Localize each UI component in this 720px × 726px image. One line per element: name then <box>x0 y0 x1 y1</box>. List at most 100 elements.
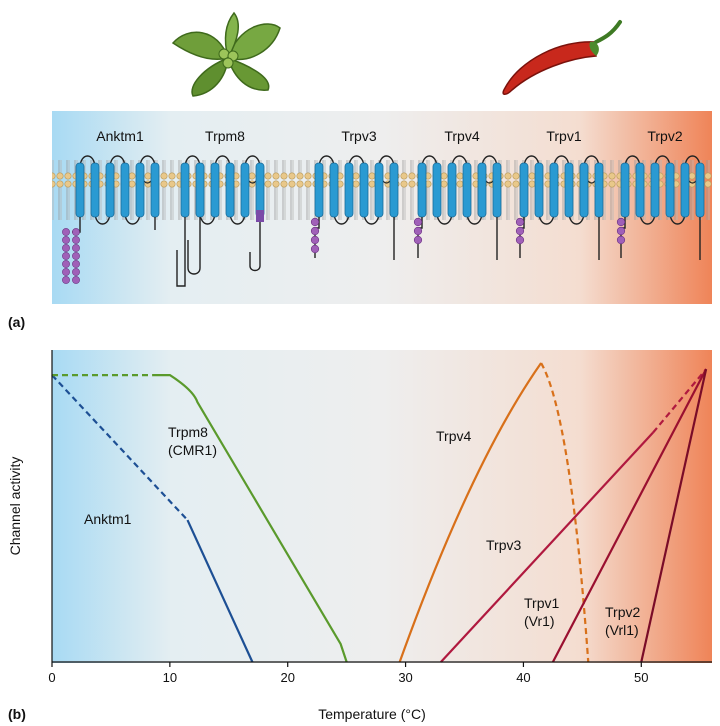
ankyrin-repeat <box>515 226 525 236</box>
series-label: Trpv2(Vrl1) <box>605 604 640 638</box>
series-label: Trpv4 <box>436 428 471 444</box>
c-terminus <box>249 222 261 272</box>
transmembrane-helix <box>389 162 399 218</box>
ankyrin-repeat <box>413 217 423 227</box>
channel-trpv2: Trpv2 <box>616 128 705 260</box>
ankyrin-repeat <box>413 235 423 245</box>
series-line <box>440 431 654 663</box>
transmembrane-helix <box>695 162 705 218</box>
ankyrin-repeat <box>62 260 70 268</box>
series-4: Trpv3 <box>440 368 707 663</box>
x-tick-label: 50 <box>634 670 648 685</box>
transmembrane-helix <box>314 162 324 218</box>
series-label: Trpv1(Vr1) <box>524 595 559 629</box>
series-line <box>398 362 543 663</box>
ankyrin-repeat <box>616 217 626 227</box>
x-tick-label: 20 <box>280 670 294 685</box>
ankyrin-repeat <box>515 217 525 227</box>
channel-loops <box>318 155 395 225</box>
x-tick-label: 0 <box>48 670 55 685</box>
channel-label: Trpv3 <box>341 128 376 144</box>
transmembrane-helix <box>594 162 604 218</box>
series-label: Trpm8(CMR1) <box>168 424 217 458</box>
chili-pepper-icon <box>502 20 622 95</box>
transmembrane-helix <box>462 162 472 218</box>
channel-trpv1: Trpv1 <box>515 128 604 260</box>
ankyrin-repeat <box>62 268 70 276</box>
ankyrin-repeat <box>62 228 70 236</box>
x-tick-label: 10 <box>163 670 177 685</box>
channel-anktm1: Anktm1 <box>62 128 160 284</box>
series-label: Trpv3 <box>486 537 521 553</box>
ankyrin-repeat <box>72 236 80 244</box>
ankyrin-repeat <box>310 244 320 254</box>
series-5: Trpv1(Vr1) <box>524 368 708 663</box>
ankyrin-repeat <box>616 226 626 236</box>
transmembrane-helix <box>680 162 690 218</box>
n-terminus <box>176 217 186 287</box>
channel-loops <box>79 155 156 225</box>
chart-plot-background <box>52 350 712 663</box>
panel-a-letter: (a) <box>8 314 25 330</box>
channel-loops <box>523 155 600 225</box>
y-axis-label: Channel activity <box>7 457 23 556</box>
transmembrane-helix <box>195 162 205 218</box>
ankyrin-repeat <box>310 235 320 245</box>
transmembrane-helix <box>650 162 660 218</box>
transmembrane-helix <box>210 162 220 218</box>
transmembrane-helix <box>255 162 265 218</box>
transmembrane-helix <box>579 162 589 218</box>
series-line <box>186 519 254 663</box>
series-1: Anktm1 <box>51 374 254 663</box>
transmembrane-helix <box>477 162 487 218</box>
transmembrane-helix <box>635 162 645 218</box>
x-axis-label: Temperature (°C) <box>318 706 426 722</box>
transmembrane-helix <box>492 162 502 218</box>
channel-label: Trpv4 <box>444 128 479 144</box>
transmembrane-helix <box>120 162 130 218</box>
trp-domain <box>256 210 264 222</box>
ankyrin-repeat <box>72 276 80 284</box>
ankyrin-repeat <box>616 235 626 245</box>
transmembrane-helix <box>150 162 160 218</box>
channel-trpm8: Trpm8 <box>176 128 265 287</box>
ankyrin-repeat <box>72 228 80 236</box>
channel-loops <box>624 155 701 225</box>
transmembrane-helix <box>105 162 115 218</box>
n-terminus-loop <box>187 217 201 275</box>
transmembrane-helix <box>519 162 529 218</box>
ankyrin-repeat <box>62 276 70 284</box>
ankyrin-repeat <box>515 235 525 245</box>
ankyrin-repeat <box>62 244 70 252</box>
ankyrin-repeat <box>413 226 423 236</box>
transmembrane-helix <box>417 162 427 218</box>
series-line <box>551 368 708 663</box>
channel-loops <box>421 155 498 225</box>
ankyrin-repeat <box>72 244 80 252</box>
transmembrane-helix <box>374 162 384 218</box>
transmembrane-helix <box>620 162 630 218</box>
transmembrane-helix <box>344 162 354 218</box>
transmembrane-helix <box>359 162 369 218</box>
ankyrin-repeat <box>62 252 70 260</box>
ankyrin-repeat <box>310 226 320 236</box>
series-2: Trpm8(CMR1) <box>52 374 348 663</box>
channel-label: Trpm8 <box>205 128 245 144</box>
series-6: Trpv2(Vrl1) <box>605 368 708 663</box>
channel-trpv3: Trpv3 <box>310 128 399 260</box>
ankyrin-repeat <box>72 260 80 268</box>
mint-leaf-icon <box>171 11 281 97</box>
ankyrin-repeat <box>310 217 320 227</box>
transmembrane-helix <box>135 162 145 218</box>
ankyrin-repeat <box>62 236 70 244</box>
transmembrane-helix <box>534 162 544 218</box>
channel-label: Trpv1 <box>546 128 581 144</box>
transmembrane-helix <box>225 162 235 218</box>
transmembrane-helix <box>75 162 85 218</box>
transmembrane-helix <box>549 162 559 218</box>
series-line-dashed <box>652 368 707 434</box>
ankyrin-repeat <box>72 268 80 276</box>
series-label: Anktm1 <box>84 511 132 527</box>
transmembrane-helix <box>665 162 675 218</box>
